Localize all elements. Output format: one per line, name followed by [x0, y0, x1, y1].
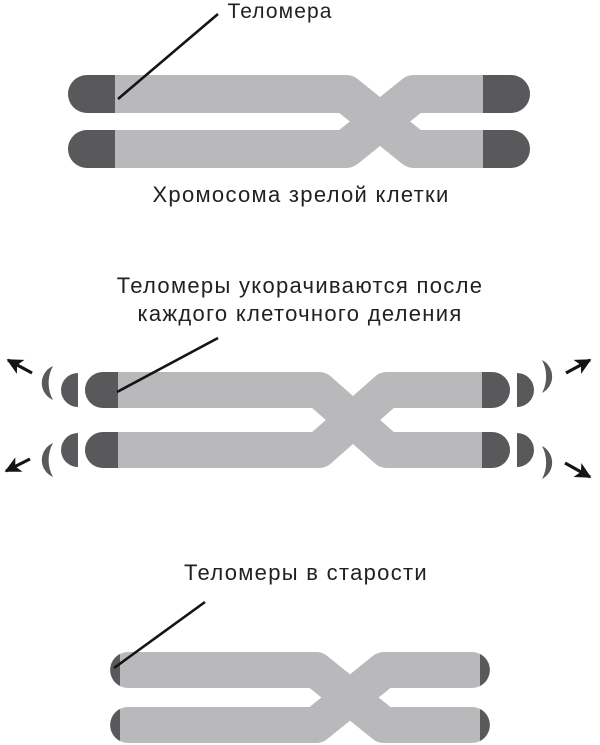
telomere-cap — [480, 709, 490, 741]
shortening-caption-line2: каждого клеточного деления — [137, 301, 462, 326]
outward-arrow-icon — [565, 358, 592, 375]
callout-line — [113, 600, 206, 670]
telomere-fragment — [61, 373, 78, 407]
telomere-cap — [483, 130, 530, 168]
callout-line — [117, 13, 219, 100]
telomere-cap — [85, 432, 118, 468]
chromatid — [110, 652, 490, 743]
telomere-fragment — [41, 443, 53, 477]
telomere-callout-label: Теломера — [227, 0, 332, 23]
telomere-fragment — [517, 433, 534, 467]
telomere-cap — [68, 130, 115, 168]
telomere-fragment — [542, 360, 553, 393]
shortening-caption-line1: Теломеры укорачиваются после — [117, 273, 484, 298]
telomere-fragment — [542, 446, 553, 479]
outward-arrow-icon — [4, 457, 31, 473]
telomere-cap — [482, 372, 510, 408]
shortening-chromosome-figure: Теломеры укорачиваются после каждого кле… — [4, 273, 592, 479]
telomere-cap — [483, 75, 530, 113]
telomere-cap — [482, 432, 510, 468]
chromatid — [68, 75, 530, 168]
outward-arrow-icon — [6, 358, 33, 375]
telomere-fragment — [61, 433, 78, 467]
chromatid — [85, 372, 510, 468]
mature-chromosome-caption: Хромосома зрелой клетки — [152, 182, 449, 207]
callout-line — [116, 336, 219, 394]
telomere-fragment — [41, 366, 53, 400]
mature-chromosome-figure: Теломера Хромосома зрелой клетки — [68, 0, 530, 207]
outward-arrow-icon — [564, 461, 592, 479]
telomere-cap — [480, 654, 490, 686]
aged-caption: Теломеры в старости — [184, 560, 428, 585]
aged-chromosome-figure: Теломеры в старости — [110, 560, 490, 743]
telomere-cap — [68, 75, 115, 113]
telomere-cap — [85, 372, 118, 408]
telomere-cap — [110, 654, 120, 686]
telomere-cap — [110, 709, 120, 741]
telomere-fragment — [517, 373, 534, 407]
